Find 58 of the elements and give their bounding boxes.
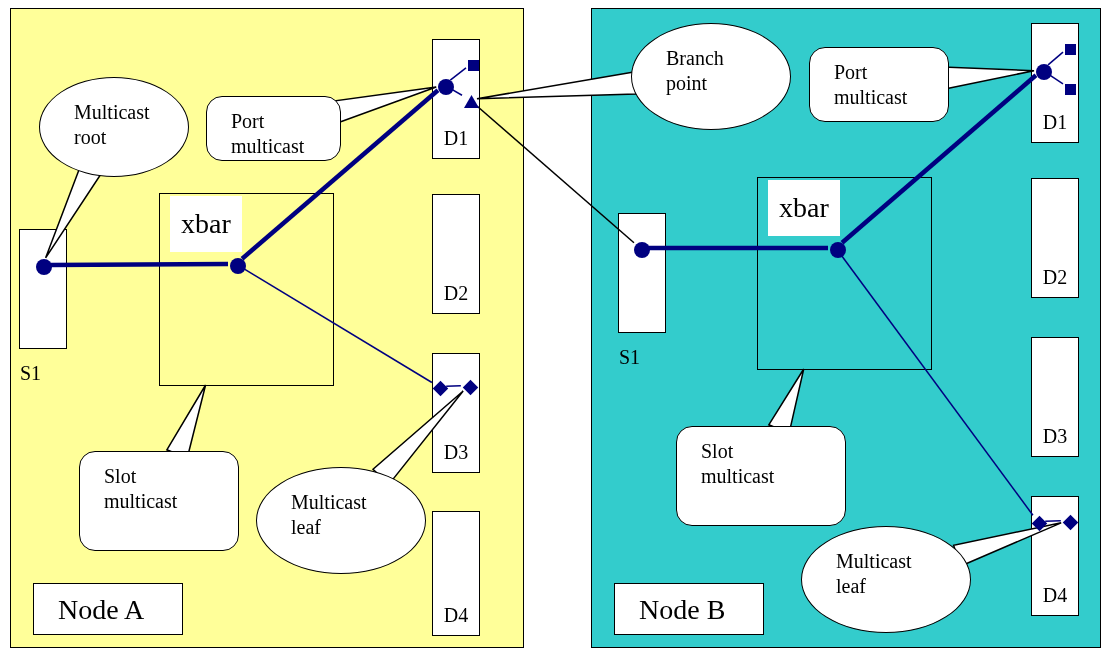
port-square	[1065, 84, 1076, 95]
bubble-text: Port multicast	[834, 60, 909, 110]
crossbar-label: xbar	[170, 196, 242, 252]
port-dot	[634, 242, 650, 258]
port-square	[468, 60, 479, 71]
bubble-text: Slot multicast	[701, 439, 776, 489]
branch-triangle	[464, 95, 479, 108]
port-dot	[1036, 64, 1052, 80]
slot-label: D2	[442, 282, 470, 305]
bubble-text: Multicast leaf	[291, 490, 368, 540]
slot-label: S1	[619, 346, 641, 369]
slot-label: D4	[1041, 584, 1069, 607]
node-panel	[591, 8, 1101, 648]
connector-line	[242, 267, 433, 384]
node-title: Node B	[614, 583, 764, 635]
connector-line	[1044, 520, 1062, 522]
connector-line	[840, 73, 1038, 245]
bubble-text: Branch point	[666, 46, 725, 96]
port-dot	[36, 259, 52, 275]
destination-slot	[432, 353, 480, 473]
port-dot	[230, 258, 246, 274]
port-dot	[830, 242, 846, 258]
destination-slot	[432, 194, 480, 314]
crossbar-frame	[159, 193, 334, 386]
slot-label: D1	[1041, 111, 1069, 134]
slot-label: S1	[20, 362, 42, 385]
bubble-text: Multicast leaf	[836, 549, 913, 599]
slot-label: D1	[442, 127, 470, 150]
connector-line	[648, 245, 828, 251]
connector-line	[476, 105, 635, 244]
bubble-text: Port multicast	[231, 109, 306, 159]
slot-label: D3	[442, 441, 470, 464]
port-dot	[438, 79, 454, 95]
crossbar-label: xbar	[768, 180, 840, 236]
crossbar-frame	[757, 177, 932, 370]
connector-line	[1047, 51, 1064, 66]
slot-label: D2	[1041, 266, 1069, 289]
destination-slot	[432, 511, 480, 636]
slot-label: D3	[1041, 425, 1069, 448]
connector-line	[445, 385, 462, 387]
speech-bubble	[206, 96, 341, 161]
node-panel	[10, 8, 524, 648]
connector-line	[449, 67, 467, 81]
node-title: Node A	[33, 583, 183, 635]
speech-bubble	[676, 426, 846, 526]
destination-slot	[1031, 496, 1079, 616]
port-square	[1065, 44, 1076, 55]
speech-bubble	[79, 451, 239, 551]
destination-slot	[432, 39, 480, 159]
bubble-text: Multicast root	[74, 100, 151, 150]
destination-slot	[1031, 337, 1079, 457]
bubble-text: Slot multicast	[104, 464, 179, 514]
connector-line	[240, 88, 440, 261]
speech-bubble	[809, 47, 949, 122]
connector-line	[50, 261, 228, 268]
callout-tail	[476, 71, 637, 100]
destination-slot	[1031, 178, 1079, 298]
slot-label: D4	[442, 604, 470, 627]
